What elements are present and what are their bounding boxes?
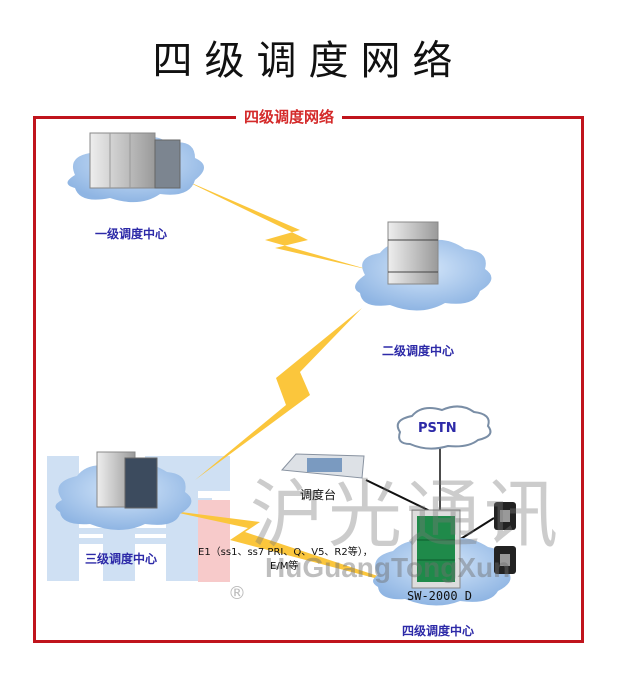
switch-cabinet-sw2000d — [411, 509, 461, 589]
server-cabinet-level1 — [89, 132, 181, 189]
label-level3: 三级调度中心 — [85, 552, 158, 566]
frame-title: 四级调度网络 — [236, 106, 343, 127]
page-title: 四级调度网络 — [152, 38, 465, 84]
link-note-line1: E1（ss1、ss7 PRI、Q、V5、R2等）， — [198, 547, 373, 558]
watermark-en: HuGuangTongXun — [265, 552, 511, 583]
link-note-line2: E/M等 — [270, 561, 299, 572]
watermark-cn: 沪光通讯 — [250, 472, 562, 558]
registered-mark: ® — [228, 583, 246, 604]
pstn-label: PSTN — [418, 421, 457, 436]
switch-label: SW-2000 D — [407, 589, 473, 603]
server-cabinet-level2 — [387, 221, 439, 285]
label-level1: 一级调度中心 — [95, 227, 168, 241]
console-link-line — [365, 479, 433, 513]
label-level4: 四级调度中心 — [402, 624, 475, 638]
phone-icon-1 — [494, 502, 516, 530]
phone-link-line-1 — [458, 517, 495, 541]
phone-icon-2 — [494, 546, 516, 574]
lightning-link-3-4 — [165, 510, 420, 590]
label-level2: 二级调度中心 — [382, 344, 455, 358]
dispatch-console-device — [280, 453, 365, 479]
lightning-link-1-2 — [180, 178, 370, 270]
console-label: 调度台 — [300, 488, 337, 502]
lightning-link-2-3 — [195, 308, 362, 480]
server-cabinet-level3 — [96, 451, 158, 509]
pstn-cloud — [396, 405, 492, 450]
